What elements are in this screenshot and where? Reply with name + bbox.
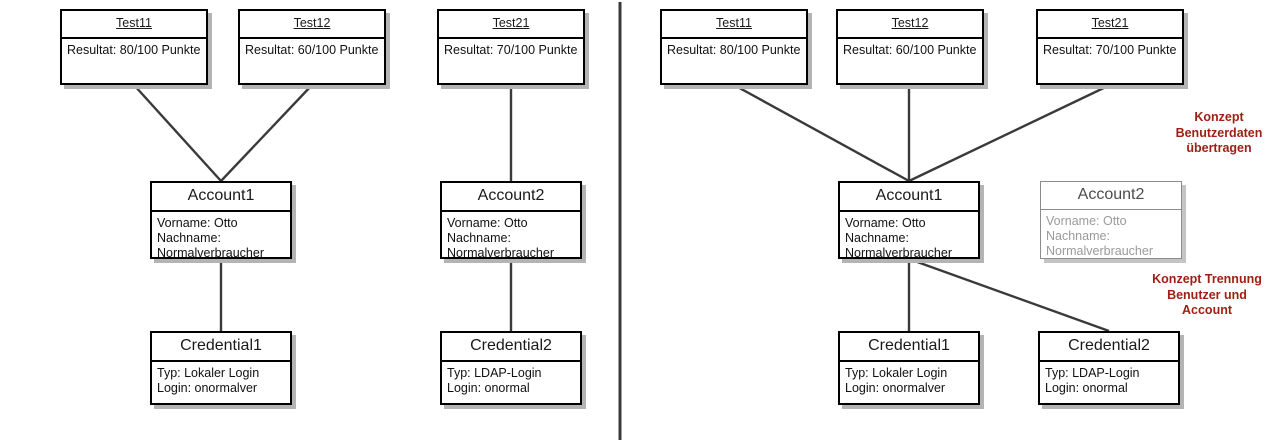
- right-account1-title: Account1: [840, 183, 978, 212]
- right-test21-attributes: Resultat: 70/100 Punkte: [1043, 42, 1177, 57]
- right-test12-attributes: Resultat: 60/100 Punkte: [843, 42, 977, 57]
- left-test12-attributes: Resultat: 60/100 Punkte: [245, 42, 379, 57]
- annotation-benutzerdaten: Konzept Benutzerdaten übertragen: [1175, 110, 1263, 156]
- right-credential2-title: Credential2: [1040, 333, 1178, 362]
- right-test12-title-text: Test12: [891, 16, 929, 30]
- left-credential1-attributes: Typ: Lokaler Login Login: onormalver: [157, 365, 260, 395]
- right-test11-attributes: Resultat: 80/100 Punkte: [667, 42, 801, 57]
- right-test12-title: Test12: [838, 11, 982, 39]
- edge-test12-account1: [220, 84, 313, 182]
- annotation-trennung: Konzept Trennung Benutzer und Account: [1152, 272, 1262, 318]
- right-test11-title-text: Test11: [716, 16, 752, 30]
- left-test21-title-text: Test21: [492, 16, 530, 30]
- left-account2-attributes: Vorname: Otto Nachname: Normalverbrauche…: [447, 215, 554, 261]
- right-credential1-title: Credential1: [840, 333, 978, 362]
- left-account2-title: Account2: [442, 183, 580, 212]
- right-test21-title-text: Test21: [1091, 16, 1129, 30]
- right-credential1-attributes: Typ: Lokaler Login Login: onormalver: [845, 365, 948, 395]
- right-test11-title: Test11: [662, 11, 806, 39]
- left-account1-attributes: Vorname: Otto Nachname: Normalverbrauche…: [157, 215, 264, 261]
- left-test11-title-text: Test11: [116, 16, 152, 30]
- left-credential1-title: Credential1: [152, 333, 290, 362]
- left-credential2-attributes: Typ: LDAP-Login Login: onormal: [447, 365, 542, 395]
- edge-test11-account1: [133, 84, 222, 182]
- left-test11-attributes: Resultat: 80/100 Punkte: [67, 42, 201, 57]
- edge-test21-account1: [908, 83, 1111, 183]
- left-test21-title: Test21: [439, 11, 583, 39]
- edge-test11-account1: [733, 83, 910, 183]
- right-test21-title: Test21: [1038, 11, 1182, 39]
- right-credential2-attributes: Typ: LDAP-Login Login: onormal: [1045, 365, 1140, 395]
- left-test12-title-text: Test12: [293, 16, 331, 30]
- left-test11-title: Test11: [62, 11, 206, 39]
- left-account1-title: Account1: [152, 183, 290, 212]
- edge-account1-credential2: [908, 257, 1110, 333]
- left-test12-title: Test12: [240, 11, 384, 39]
- right-account2-title: Account2: [1041, 182, 1181, 210]
- right-account1-attributes: Vorname: Otto Nachname: Normalverbrauche…: [845, 215, 952, 261]
- right-account2-attributes: Vorname: Otto Nachname: Normalverbrauche…: [1046, 213, 1153, 259]
- left-test21-attributes: Resultat: 70/100 Punkte: [444, 42, 578, 57]
- left-credential2-title: Credential2: [442, 333, 580, 362]
